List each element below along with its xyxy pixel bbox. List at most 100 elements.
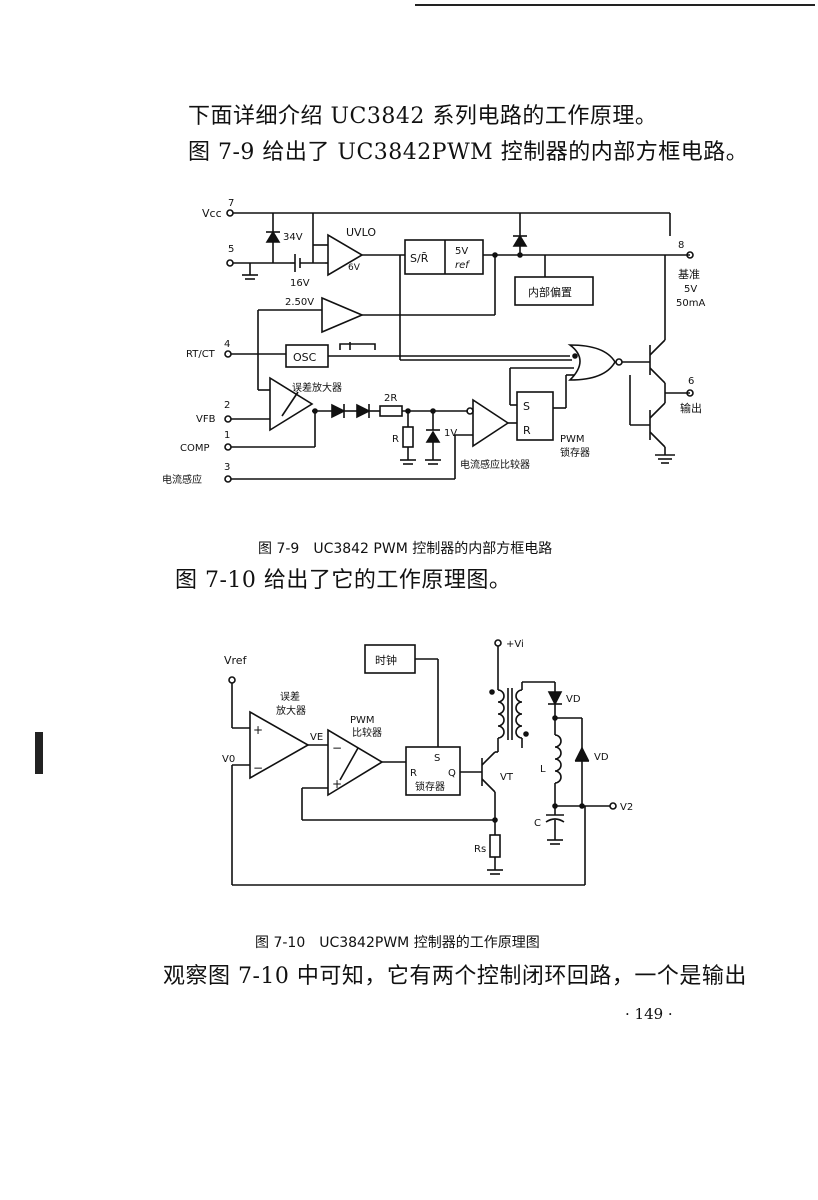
internal-bias-block: [514, 276, 594, 306]
pwm-latch-r-label: R: [523, 424, 531, 437]
v2-terminal: [609, 802, 617, 810]
paragraph-4: 观察图 7-10 中可知，它有两个控制闭环回路，一个是输出: [163, 964, 747, 989]
transformer-primary: [497, 689, 505, 739]
error-amplifier-label: 误差放大器: [292, 381, 342, 394]
resistor-2r-label: 2R: [384, 393, 397, 404]
uvlo-label: UVLO: [346, 226, 376, 239]
freewheel-diode-vd2: [574, 746, 590, 761]
top-rule: [415, 4, 815, 6]
vt-label: VT: [500, 772, 514, 783]
pin-vcc-label: Vcc: [202, 207, 222, 220]
sense-resistor-rs: [489, 834, 501, 858]
pin-gnd-terminal: [226, 259, 234, 267]
internal-bias-label: 内部偏置: [528, 285, 572, 299]
pin-rtct-label: RT/CT: [186, 349, 216, 360]
resistor-2r: [379, 405, 403, 417]
pin-rtct-number: 4: [224, 339, 230, 350]
pwm-latch-s-label: S: [523, 400, 530, 413]
zener-34v-label: 34V: [283, 232, 303, 243]
pin-vcc-terminal: [226, 209, 234, 217]
pin-rtct-terminal: [224, 350, 232, 358]
current-sense-comparator: [472, 398, 510, 448]
figure-7-10-caption: 图 7-10 UC3842PWM 控制器的工作原理图: [255, 935, 540, 951]
pin-ref-terminal: [686, 251, 694, 259]
ve-label: VE: [310, 732, 323, 743]
v2-label: V2: [620, 802, 633, 813]
capacitor-c: [545, 818, 565, 823]
minus-sign: −: [253, 761, 263, 775]
pin-cs-number: 3: [224, 462, 230, 473]
pin-cs-label: 电流感应: [162, 473, 202, 486]
pwm-latch-label: PWM: [560, 434, 585, 445]
output-nor-gate: [567, 344, 616, 381]
vin-label: +Vi: [506, 639, 524, 650]
diode-2: [356, 403, 371, 419]
paragraph-1: 下面详细介绍 UC3842 系列电路的工作原理。: [188, 104, 658, 129]
zener-1v: [425, 430, 441, 443]
zener-diode-34v: [265, 230, 281, 243]
oscillator-label: OSC: [293, 351, 317, 364]
pwm-comparator-label-1: PWM: [350, 715, 375, 726]
switch-transistor-vt: [481, 751, 496, 766]
vd1-label: VD: [566, 694, 581, 705]
pin-cs-terminal: [224, 475, 232, 483]
paragraph-3: 图 7-10 给出了它的工作原理图。: [175, 568, 512, 593]
rectifier-diode-vd1: [547, 691, 563, 706]
vin-terminal: [494, 639, 502, 647]
reference-buffer-2v5: [321, 296, 365, 334]
error-amplifier-label-2: 放大器: [276, 704, 306, 717]
pin-comp-label: COMP: [180, 443, 210, 454]
plus-sign: +: [253, 723, 263, 737]
figure-7-9-diagram: 7 Vcc 5 34V 16V UVLO 6V S/R̄ 5V ref 8 基准…: [162, 198, 705, 486]
figure-7-10-diagram: Vref + − 误差 放大器 V0 VE − + PWM 比较器 时钟 S R…: [222, 639, 633, 886]
resistor-r-label: R: [392, 434, 399, 445]
pin-comp-terminal: [224, 443, 232, 451]
c-label: C: [534, 818, 541, 829]
ref-5v-block: [404, 239, 484, 275]
error-amplifier-label-1: 误差: [280, 690, 300, 703]
pin-out-number: 6: [688, 376, 694, 387]
ref-2v5-label: 2.50V: [285, 297, 314, 308]
inductor-l: [554, 734, 562, 784]
error-amplifier: [269, 376, 314, 432]
rs-label: Rs: [474, 844, 486, 855]
ref-block-sr-label: S/R̄: [410, 252, 429, 265]
pin-vfb-terminal: [224, 415, 232, 423]
resistor-r: [402, 426, 414, 448]
uvlo-comparator: [327, 233, 364, 277]
pin-comp-number: 1: [224, 430, 230, 441]
plus-sign-2: +: [332, 777, 342, 791]
pin-ref-voltage: 5V: [684, 284, 697, 295]
battery-16v-label: 16V: [290, 278, 310, 289]
clock-label: 时钟: [375, 653, 397, 667]
pin-ref-number: 8: [678, 240, 684, 251]
vref-label: Vref: [224, 654, 248, 667]
latch-label: 锁存器: [415, 780, 445, 793]
pwm-latch-block-10: [405, 746, 461, 796]
pin-ref-current: 50mA: [676, 298, 705, 309]
current-sense-comparator-label: 电流感应比较器: [460, 458, 530, 471]
pwm-latch-block: [516, 391, 554, 441]
minus-sign-2: −: [332, 741, 342, 755]
margin-ink-mark: [35, 732, 43, 774]
ref-block-ref-label: ref: [455, 260, 470, 271]
latch-q-label: Q: [448, 768, 456, 779]
error-amplifier-10: [249, 710, 310, 780]
pin-vfb-number: 2: [224, 400, 230, 411]
zener-1v-label: 1V: [444, 428, 457, 439]
latch-r-label: R: [410, 768, 417, 779]
diode-1: [331, 403, 346, 419]
latch-s-label: S: [434, 753, 440, 764]
pin-vcc-number: 7: [228, 198, 234, 209]
vo-label: V0: [222, 754, 235, 765]
paragraph-2: 图 7-9 给出了 UC3842PWM 控制器的内部方框电路。: [188, 140, 749, 165]
vref-terminal: [228, 676, 236, 684]
pin-vfb-label: VFB: [196, 414, 216, 425]
uvlo-6v-label: 6V: [348, 263, 361, 273]
l-label: L: [540, 764, 546, 775]
pwm-latch-sub-label: 锁存器: [560, 446, 590, 459]
pwm-comparator-label-2: 比较器: [352, 726, 382, 739]
page-number: · 149 ·: [625, 1005, 673, 1023]
vd2-label: VD: [594, 752, 609, 763]
pin-out-terminal: [686, 389, 694, 397]
